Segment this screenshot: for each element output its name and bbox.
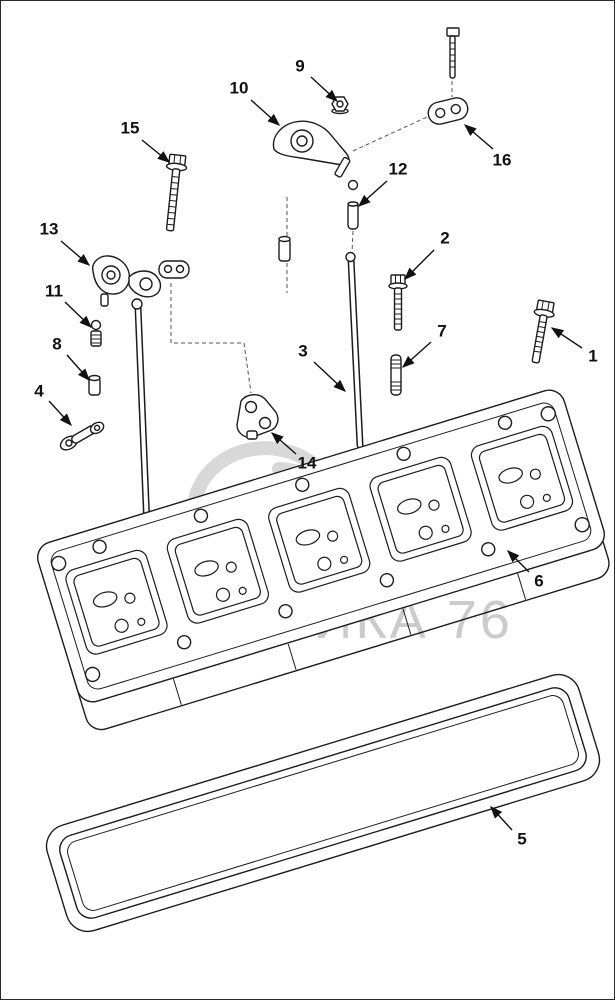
callout-label-14: 14 [298,453,317,472]
callout-arrow-6 [507,550,530,573]
callout-arrow-1 [550,327,583,349]
callout-arrow-15 [141,139,171,163]
construction-lines [170,81,453,394]
callout-label-2: 2 [440,228,449,247]
callout-label-11: 11 [45,281,63,300]
callout-arrow-8 [66,354,90,382]
part-rocker-lever-10 [272,120,359,191]
callout-label-10: 10 [230,78,249,97]
part-bolt-top-icon [446,27,460,79]
part-pushrod-3 [345,251,364,449]
callout-label-16: 16 [493,150,512,169]
callout-arrow-12 [357,180,388,207]
part-lever-4 [59,421,105,451]
callout-label-4: 4 [34,381,44,400]
callout-label-5: 5 [517,829,526,848]
callout-arrow-4 [48,400,72,427]
part-rocker-assembly-13 [92,255,190,307]
callout-label-6: 6 [534,571,543,590]
part-tappet-8 [88,374,101,396]
callout-label-3: 3 [298,341,307,360]
callout-label-13: 13 [40,219,59,238]
callout-arrow-3 [313,361,347,392]
part-support-16 [427,97,469,125]
callout-label-1: 1 [588,346,597,365]
part-stud-7 [390,354,402,396]
part-spring-11 [90,319,102,347]
part-housing-6 [37,389,610,731]
part-bracket-14 [236,394,279,440]
callout-arrow-9 [310,76,339,102]
callout-label-9: 9 [295,56,304,75]
callout-arrow-2 [404,249,435,280]
callout-label-15: 15 [121,118,140,137]
callout-arrow-10 [250,99,281,126]
callout-arrow-5 [490,805,513,831]
callout-arrow-14 [270,432,297,455]
callout-arrow-11 [64,301,93,328]
callout-arrow-13 [60,240,91,266]
part-bolt-15 [165,153,188,232]
part-tappet-12 [347,201,359,230]
part-pushrod-left [131,298,151,531]
callout-arrow-7 [401,341,432,368]
callout-label-8: 8 [52,334,61,353]
callout-label-7: 7 [437,321,446,340]
callout-arrow-16 [463,124,494,150]
part-gasket-5 [45,673,601,933]
part-bolt-2 [388,274,408,331]
part-bolt-1 [531,299,555,364]
callout-label-12: 12 [389,159,408,178]
part-valve-cap [278,235,291,262]
